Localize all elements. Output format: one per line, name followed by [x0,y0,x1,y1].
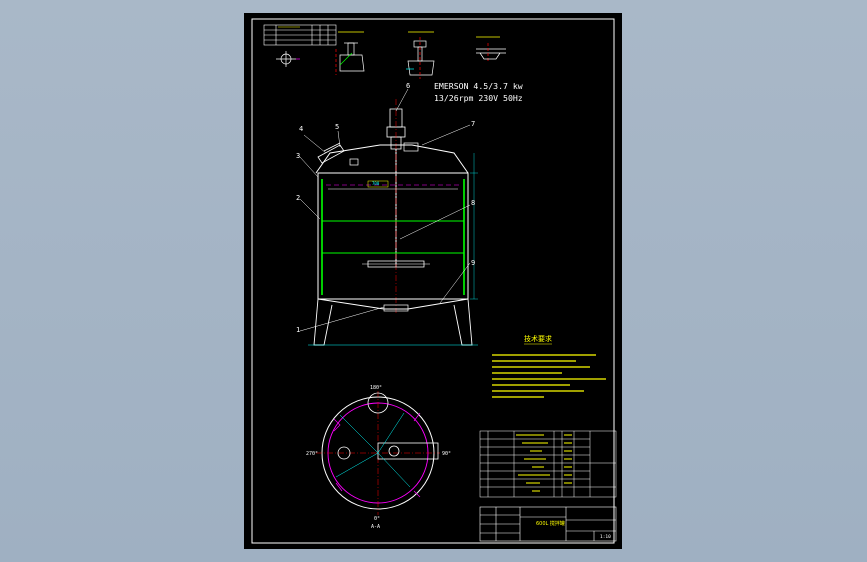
top-head [315,144,469,174]
drawing-canvas: EMERSON 4.5/3.7 kw 13/26rpm 230V 50Hz [251,18,617,544]
dim-180: 180° [370,385,382,391]
dim-270: 270° [306,451,318,457]
balloon-4: 4 [299,125,303,133]
vessel-shell [317,172,469,300]
drawing-sheet: EMERSON 4.5/3.7 kw 13/26rpm 230V 50Hz [244,13,622,549]
balloon-8: 8 [471,199,475,207]
motor-spec-line-2: 13/26rpm 230V 50Hz [434,93,523,103]
manway-circle [367,392,389,414]
plan-view [316,391,440,515]
leg-right [453,298,473,346]
drawing-border [251,18,615,544]
manway [317,144,345,164]
view-label: A-A [371,524,380,530]
impeller [367,260,425,268]
balloon-7: 7 [471,120,475,128]
parts-list [479,430,617,498]
balloon-5: 5 [335,123,339,131]
vessel-elevation [308,99,478,346]
balloon-3: 3 [296,152,300,160]
technical-notes [492,354,606,398]
title-block-scale: 1:10 [600,534,611,540]
detail-view-c [476,36,506,61]
balloon-6: 6 [406,82,410,90]
outlet [383,304,409,312]
leg-left [313,298,333,346]
dim-90: 90° [442,451,451,457]
balloon-9: 9 [471,259,475,267]
dim-0: 0° [374,516,380,522]
detail-view-a [335,31,365,75]
balloon-2: 2 [296,194,300,202]
dim-700: 700 [372,181,380,186]
gearbox-bracket [377,442,439,460]
nozzle-symbol [276,51,300,67]
title-block [479,506,617,542]
leader-lines [299,88,471,332]
detail-view-b [406,31,435,79]
motor-spec-line-1: EMERSON 4.5/3.7 kw [434,81,523,91]
notes-title: 技术要求 [524,334,552,343]
top-left-table [263,24,337,46]
bottom-head [317,298,469,310]
parts-list-text [516,434,572,492]
balloon-1: 1 [296,326,300,334]
title-block-title: 600L 搅拌罐 [536,520,565,527]
